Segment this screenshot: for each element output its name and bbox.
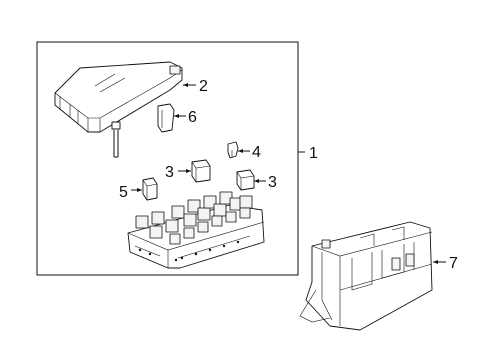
relay-right [236, 169, 255, 191]
callout-6-leader [174, 114, 186, 118]
callout-7-leader [433, 260, 446, 264]
callout-1: 1 [309, 145, 318, 162]
callout-5: 5 [119, 184, 128, 201]
fuse-box-slots [135, 191, 253, 245]
mounting-bolt [111, 121, 121, 158]
callout-4-leader [238, 149, 250, 153]
callout-3b-leader [254, 179, 266, 183]
fuse-box-body [127, 191, 265, 269]
relay-clip [157, 103, 175, 133]
callout-7: 7 [449, 255, 458, 272]
callout-3a: 3 [165, 164, 174, 181]
fuse-box-cover [54, 61, 183, 133]
fuse [227, 141, 239, 159]
mounting-bracket [299, 221, 433, 331]
callout-5-leader [131, 188, 142, 192]
callout-3b: 3 [268, 174, 277, 191]
callout-3a-leader [178, 169, 191, 173]
callout-2-leader [183, 83, 196, 87]
callout-6: 6 [188, 109, 197, 126]
relay-left [191, 159, 211, 183]
callout-4: 4 [252, 144, 261, 161]
fuse-box-pins [138, 240, 240, 262]
mini-relay [142, 177, 158, 201]
assembly-frame [36, 41, 299, 276]
callout-2: 2 [199, 78, 208, 95]
